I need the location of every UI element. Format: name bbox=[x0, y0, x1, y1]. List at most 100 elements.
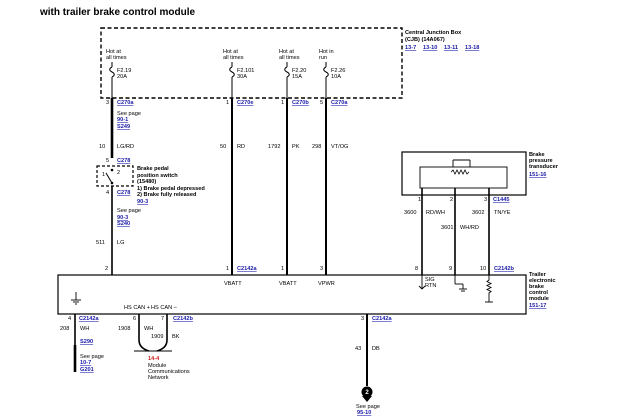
cjb-ref-2[interactable]: 13-10 bbox=[423, 45, 437, 51]
seepage1-splice[interactable]: S249 bbox=[117, 124, 130, 130]
wire-rd-color: RD bbox=[237, 144, 245, 150]
fuse1-amp: 20A bbox=[117, 74, 127, 80]
ground-icon-left bbox=[71, 292, 81, 305]
wire-tnye-num: 3602 bbox=[472, 210, 484, 216]
switch-ref[interactable]: 90-3 bbox=[137, 199, 148, 205]
module-pin-1b: 1 bbox=[281, 266, 284, 272]
module-top-conn[interactable]: C2142a bbox=[237, 266, 257, 272]
module-label-vbatt2: VBATT bbox=[279, 281, 297, 287]
fuse1-pin: 3 bbox=[106, 100, 109, 106]
wire-lg-num: 511 bbox=[96, 240, 105, 246]
bottom-ground-a[interactable]: G201 bbox=[80, 367, 94, 373]
module-pin-8: 8 bbox=[415, 266, 418, 272]
fuse4-icon bbox=[323, 66, 329, 78]
bottom-conn-a[interactable]: C2142a bbox=[79, 316, 99, 322]
wire-pk-num: 1792 bbox=[268, 144, 280, 150]
fuse3-conn[interactable]: C270b bbox=[292, 100, 309, 106]
wire-whrd-num: 3601 bbox=[441, 225, 453, 231]
cjb-ref-3[interactable]: 13-11 bbox=[444, 45, 458, 51]
bottom-pin-a: 4 bbox=[68, 316, 71, 322]
module-label-sig: SIG bbox=[425, 277, 435, 283]
wire-pk-color: PK bbox=[292, 144, 300, 150]
seepage2-text: See page bbox=[117, 208, 141, 214]
module-top-conn-b[interactable]: C2142b bbox=[494, 266, 514, 272]
transducer-resistor-icon bbox=[450, 169, 470, 175]
module-name4: control bbox=[529, 290, 548, 296]
fuse2-pin: 1 bbox=[226, 100, 229, 106]
seepage1-text: See page bbox=[117, 111, 141, 117]
c278-bottom-conn[interactable]: C278 bbox=[117, 190, 130, 196]
module-pin-9: 9 bbox=[449, 266, 452, 272]
fuse1-conn[interactable]: C270a bbox=[117, 100, 134, 106]
wire-1908-color: WH bbox=[144, 326, 153, 332]
module-label-vpwr: VPWR bbox=[318, 281, 335, 287]
bottom-seepage-c-text: See page bbox=[356, 404, 380, 410]
transducer-name2: pressure bbox=[529, 158, 553, 164]
bottom-seepage-a-page[interactable]: 10-7 bbox=[80, 360, 91, 366]
fuse3-pin: 1 bbox=[281, 100, 284, 106]
fuse1-id: F2.19 bbox=[117, 68, 131, 74]
fuse2-conn[interactable]: C270e bbox=[237, 100, 253, 106]
module-label-rtn: RTN bbox=[425, 283, 436, 289]
wire-1909-num: 1909 bbox=[151, 334, 163, 340]
transducer-ref[interactable]: 151-16 bbox=[529, 172, 546, 178]
bottom-seepage-c-page[interactable]: 95-10 bbox=[357, 410, 371, 416]
switch-box bbox=[96, 165, 134, 187]
bottom-conn-b[interactable]: C2142b bbox=[173, 316, 193, 322]
bottom-splice-a[interactable]: S290 bbox=[80, 339, 93, 345]
switch-blade bbox=[105, 172, 113, 184]
transducer-conn[interactable]: C1445 bbox=[493, 197, 509, 203]
bottom-seepage-a-text: See page bbox=[80, 354, 104, 360]
c278-top-conn[interactable]: C278 bbox=[117, 158, 130, 164]
network-name2: Communications bbox=[148, 369, 190, 375]
switch-name2: position switch bbox=[137, 173, 178, 179]
switch-pin-bottom: 4 bbox=[106, 190, 109, 196]
cjb-ref-4[interactable]: 13-18 bbox=[465, 45, 479, 51]
bottom-wire-wh-color: WH bbox=[80, 326, 89, 332]
module-resistor-icon bbox=[485, 275, 493, 297]
fuse3-id: F2.20 bbox=[292, 68, 306, 74]
cjb-name: Central Junction Box bbox=[405, 30, 462, 36]
network-ref[interactable]: 14-4 bbox=[148, 356, 160, 362]
bottom-pin-3: 3 bbox=[361, 316, 364, 322]
transducer-pin3: 3 bbox=[484, 197, 487, 203]
module-ref[interactable]: 151-17 bbox=[529, 303, 546, 309]
wire-lg-color: LG bbox=[117, 240, 124, 246]
fuse4-amp: 10A bbox=[331, 74, 341, 80]
fuse4-hot1: Hot in bbox=[319, 49, 334, 55]
network-name3: Network bbox=[148, 375, 169, 381]
module-label-vbatt1: VBATT bbox=[224, 281, 242, 287]
switch-note2: 2) Brake fully released bbox=[137, 192, 197, 198]
wire-1909-color: BK bbox=[172, 334, 180, 340]
fuse2-hot2: all times bbox=[223, 55, 244, 61]
continuation-arrow-icon[interactable]: 2 bbox=[361, 386, 373, 403]
wire-rd-num: 50 bbox=[220, 144, 226, 150]
cjb-part: (CJB) (14A067) bbox=[405, 37, 445, 43]
wire-rdwh-num: 3600 bbox=[404, 210, 416, 216]
wire-vtog-color: VT/OG bbox=[331, 144, 348, 150]
cjb-ref-1[interactable]: 13-7 bbox=[405, 45, 416, 51]
ground-icon-right bbox=[454, 275, 467, 292]
continuation-arrow-number: 2 bbox=[365, 390, 369, 396]
diagram-title: with trailer brake control module bbox=[39, 7, 195, 18]
bottom-conn-c[interactable]: C2142a bbox=[372, 316, 392, 322]
bottom-wire-wh-num: 208 bbox=[60, 326, 69, 332]
wire-db-color: DB bbox=[372, 346, 380, 352]
module-box bbox=[57, 274, 527, 315]
fuse4-pin: 5 bbox=[320, 100, 323, 106]
can-wire-minus bbox=[156, 314, 168, 352]
hs-can-minus: HS CAN – bbox=[151, 305, 178, 311]
switch-pos1: 1 bbox=[102, 172, 105, 178]
seepage2-page[interactable]: 90-3 bbox=[117, 215, 128, 221]
seepage1-page[interactable]: 90-1 bbox=[117, 117, 128, 123]
seepage2-splice[interactable]: S240 bbox=[117, 221, 130, 227]
fuse1-icon bbox=[109, 66, 115, 78]
module-pin-1a: 1 bbox=[226, 266, 229, 272]
fuse4-conn[interactable]: C270a bbox=[331, 100, 348, 106]
switch-name1: Brake pedal bbox=[137, 166, 169, 172]
cjb-box bbox=[100, 27, 403, 99]
network-name1: Module bbox=[148, 363, 166, 369]
fuse4-hot2: run bbox=[319, 55, 327, 61]
fuse1-hot2: all times bbox=[106, 55, 127, 61]
